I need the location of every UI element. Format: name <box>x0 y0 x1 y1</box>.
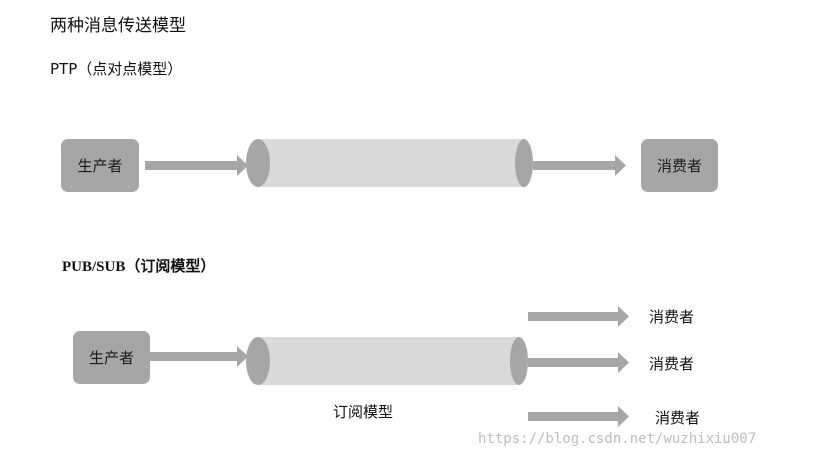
pubsub-arrow-out-2 <box>528 352 629 373</box>
pubsub-queue-label: 订阅模型 <box>333 403 394 421</box>
pubsub-arrow-in <box>150 346 248 367</box>
pubsub-queue-tube <box>246 337 528 385</box>
ptp-producer-box: 生产者 <box>61 139 139 192</box>
pubsub-producer-box: 生产者 <box>73 331 150 384</box>
pubsub-flow <box>150 306 629 427</box>
ptp-consumer-box: 消费者 <box>641 139 718 192</box>
ptp-arrow-in <box>145 155 248 176</box>
pubsub-arrow-out-1 <box>528 306 629 327</box>
ptp-arrow-out <box>533 155 626 176</box>
pubsub-consumer-2: 消费者 <box>649 355 695 373</box>
ptp-producer-label: 生产者 <box>77 157 123 175</box>
pubsub-producer-label: 生产者 <box>88 349 134 367</box>
pubsub-consumer-1: 消费者 <box>649 308 695 326</box>
ptp-queue-tube <box>246 139 533 187</box>
pubsub-arrow-out-3 <box>528 406 629 427</box>
page-title: 两种消息传送模型 <box>50 16 186 36</box>
pubsub-consumer-3: 消费者 <box>655 409 701 427</box>
ptp-consumer-label: 消费者 <box>656 157 702 175</box>
ptp-heading: PTP（点对点模型） <box>50 60 183 78</box>
ptp-flow <box>145 139 626 187</box>
watermark-url: https://blog.csdn.net/wuzhixiu007 <box>478 431 757 447</box>
pubsub-heading: PUB/SUB（订阅模型） <box>62 259 216 275</box>
